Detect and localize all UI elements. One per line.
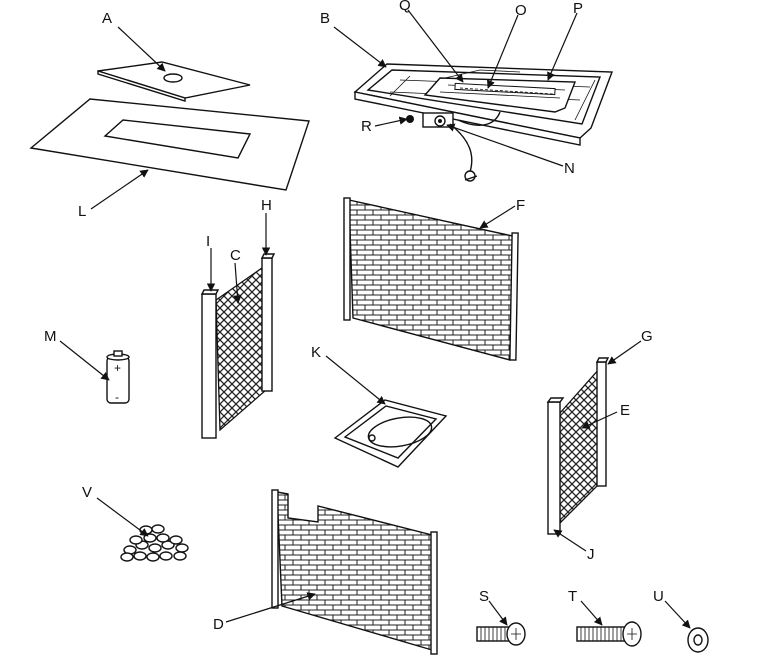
part-labels: A L B Q O P R N F H I C M K G E J V D S … [44,0,664,633]
label-e: E [620,402,630,419]
label-f: F [516,197,525,214]
part-s-screw [476,622,526,646]
label-d: D [213,616,224,633]
part-f-brick-panel [343,197,519,361]
part-t-bolt [576,621,642,647]
part-k-tray [333,399,448,468]
part-a-lid-plate [97,61,251,102]
part-m-battery: + - [106,350,130,404]
part-l-table-top [29,98,310,191]
label-i: I [206,233,210,250]
label-b: B [320,10,330,27]
label-p: P [573,0,583,17]
label-q: Q [399,0,411,14]
part-e-side-panel [546,357,610,535]
label-t: T [568,588,577,605]
label-h: H [261,197,272,214]
label-m: M [44,328,57,345]
label-o: O [515,2,527,19]
label-j: J [587,546,595,563]
label-k: K [311,344,321,361]
label-n: N [564,160,575,177]
label-v: V [82,484,92,501]
label-l: L [78,203,86,220]
label-g: G [641,328,653,345]
label-s: S [479,588,489,605]
label-r: R [361,118,372,135]
battery-plus: + [114,361,121,375]
battery-minus: - [115,390,119,404]
part-b-burner-frame [353,63,613,182]
label-c: C [230,247,241,264]
part-c-side-panel [200,253,276,439]
label-a: A [102,10,112,27]
part-v-lava-rocks [120,524,189,562]
part-u-washer [687,627,709,653]
label-u: U [653,588,664,605]
leader-lines [59,9,691,629]
part-d-brick-panel [271,489,438,655]
